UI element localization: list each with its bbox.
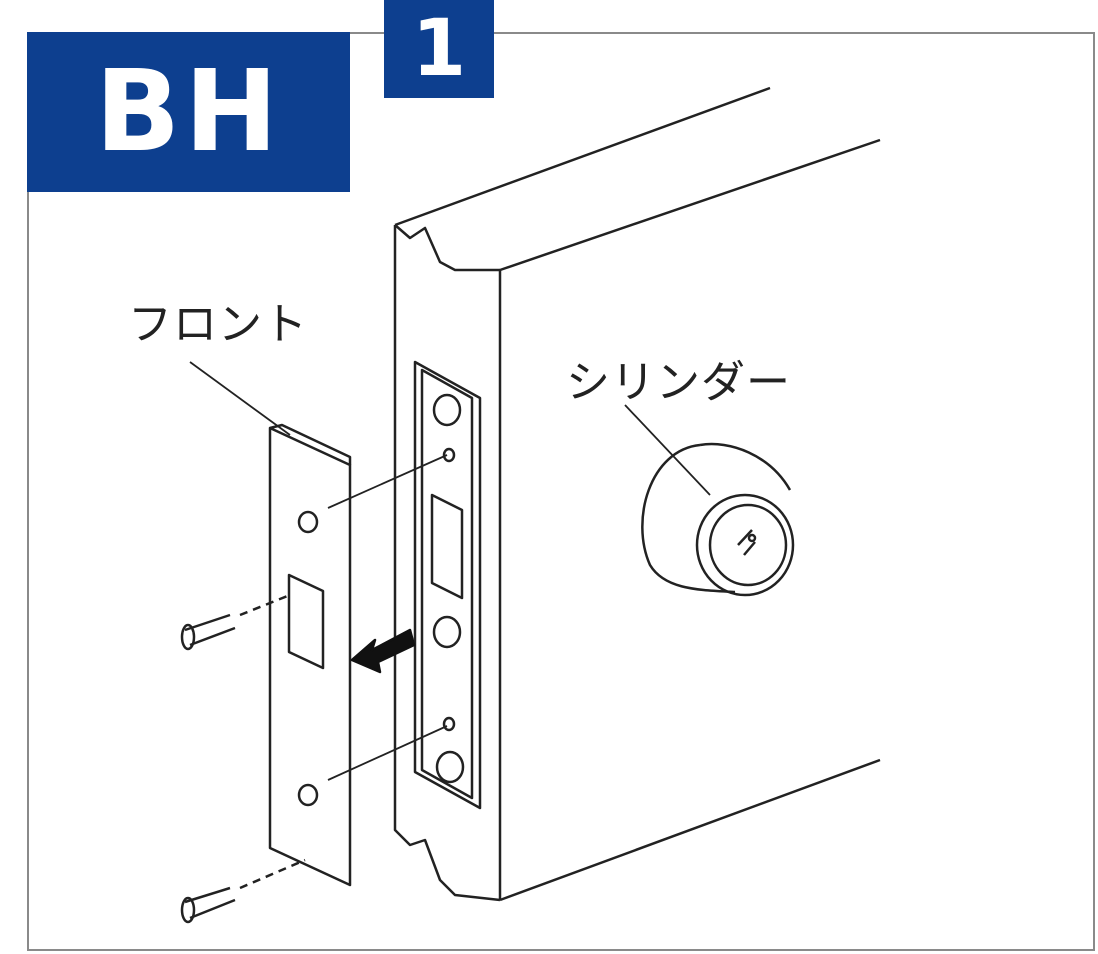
screw-icon xyxy=(180,858,306,924)
diagram-frame xyxy=(27,32,1095,951)
front-plate xyxy=(268,423,448,887)
model-badge: BH xyxy=(27,32,350,192)
step-number-badge: 1 xyxy=(384,0,494,98)
front-label: フロント xyxy=(128,299,308,350)
screw-icon xyxy=(180,593,291,651)
arrow-icon xyxy=(350,628,416,674)
front-leader-line xyxy=(189,361,291,436)
cylinder xyxy=(641,442,795,597)
strike-faceplate xyxy=(413,360,482,810)
cylinder-label: シリンダー xyxy=(566,357,791,408)
cylinder-leader-line xyxy=(624,404,711,496)
door xyxy=(393,86,881,902)
